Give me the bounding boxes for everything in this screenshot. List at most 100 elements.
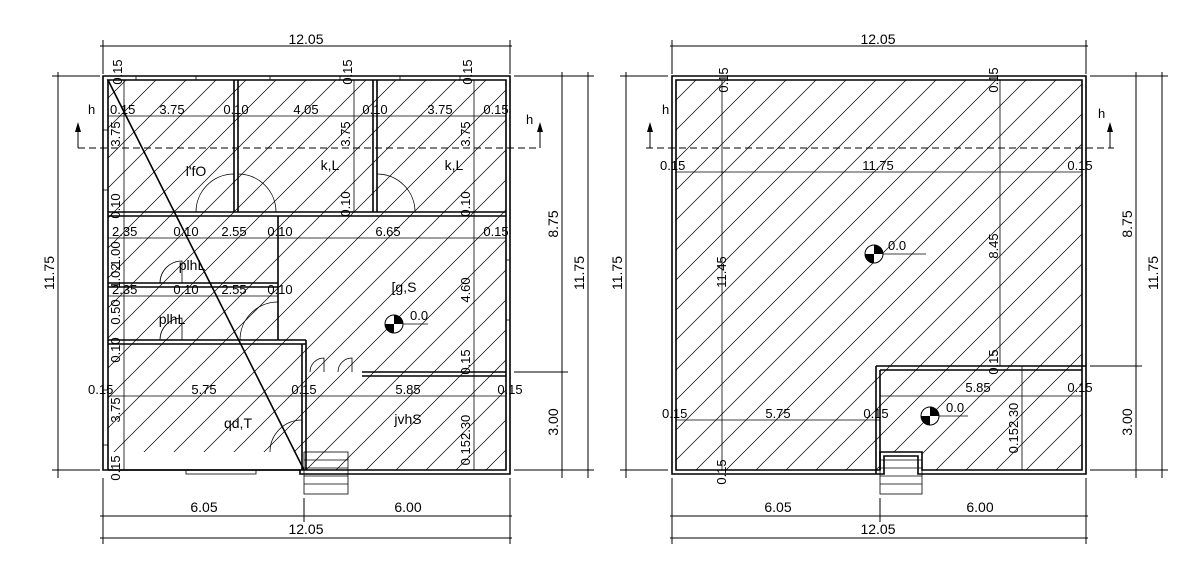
section-mark-right: h bbox=[526, 112, 533, 127]
roof-dim-bottom-wall: 0.15 bbox=[714, 459, 729, 484]
roof-level-label-2: 0.0 bbox=[946, 400, 964, 415]
hatch-line bbox=[1019, 80, 1082, 470]
hatch-line bbox=[209, 80, 506, 470]
roof-section-arrowhead-left bbox=[647, 122, 653, 132]
hatch-line bbox=[676, 80, 911, 470]
roof-dim-inner-height: 11.45 bbox=[714, 256, 729, 288]
dim-row3-3: 0.10 bbox=[267, 282, 292, 297]
hatch-line bbox=[108, 80, 191, 470]
roof-dimension-left bbox=[620, 72, 668, 478]
hatch-line bbox=[108, 80, 221, 470]
dim-right-lower: 3.00 bbox=[545, 408, 561, 435]
dim-row2-0: 2.35 bbox=[112, 224, 137, 239]
hatch-line bbox=[676, 80, 881, 470]
dim-row4-1: 5.75 bbox=[191, 382, 216, 397]
roof-dim-right-lower: 3.00 bbox=[1119, 408, 1135, 435]
door-swing-7 bbox=[269, 419, 303, 453]
roof-dim-top-wall-1: 0.15 bbox=[716, 67, 731, 92]
roof-dim-row3-2: 0.15 bbox=[863, 406, 888, 421]
dim-row3-2: 2.55 bbox=[221, 282, 246, 297]
dim-row2-5: 0.15 bbox=[483, 224, 508, 239]
roof-dim-lower-dims: 0.152.30 bbox=[1006, 403, 1021, 454]
hatch-line bbox=[676, 80, 971, 470]
roof-dim-right-upper: 8.75 bbox=[1119, 210, 1135, 237]
roof-dim-bottom-right: 6.00 bbox=[966, 499, 993, 515]
room-living-label: qd,T bbox=[224, 415, 252, 431]
roof-dimension-bottom bbox=[670, 478, 1088, 544]
hatch-line bbox=[108, 80, 491, 470]
window-4 bbox=[102, 129, 109, 191]
roof-dim-row1-0: 0.15 bbox=[660, 158, 685, 173]
roof-stairs bbox=[879, 451, 923, 495]
dim-hall-height: 4.60 bbox=[458, 277, 473, 302]
hatch-line bbox=[959, 80, 1082, 470]
roof-dim-row2-1: 0.15 bbox=[1067, 380, 1092, 395]
room-wc2-label: plhL bbox=[159, 311, 186, 327]
dim-left-bottom-height: 3.75 bbox=[108, 397, 123, 422]
dim-left-col-low2: 0.50 bbox=[108, 299, 123, 324]
room-bedroom2-label: k,L bbox=[321, 157, 340, 173]
roof-level-marker-2 bbox=[920, 406, 968, 426]
roof-dim-lower-wall: 0.15 bbox=[986, 349, 1001, 374]
hatch-line bbox=[108, 80, 461, 470]
roof-dim-row3-0: 0.15 bbox=[662, 406, 687, 421]
dim-bottom-width: 12.05 bbox=[288, 521, 323, 537]
hatch-line bbox=[108, 80, 251, 470]
dim-row1-5: 3.75 bbox=[427, 102, 452, 117]
section-mark-left: h bbox=[88, 102, 95, 117]
roof-dim-inner-height2: 8.45 bbox=[986, 233, 1001, 258]
roof-dim-row1-2: 0.15 bbox=[1067, 158, 1092, 173]
hatch-line bbox=[676, 80, 761, 470]
entrance-stairs bbox=[303, 451, 349, 495]
dimension-right bbox=[514, 72, 594, 478]
hatch-line bbox=[749, 80, 1082, 470]
hatch-line bbox=[676, 80, 821, 470]
door-swing-8 bbox=[309, 357, 353, 373]
dim-row4-4: 0.15 bbox=[497, 382, 522, 397]
hatch-line bbox=[676, 80, 851, 470]
dim-right-lower-dims: 0.152.30 bbox=[458, 415, 473, 466]
hatch-line bbox=[108, 80, 371, 470]
roof-dim-bottom-left: 6.05 bbox=[764, 499, 791, 515]
dim-top-wall-3: 0.15 bbox=[460, 59, 475, 84]
dim-room3-height: 3.75 bbox=[458, 121, 473, 146]
hatch-line bbox=[689, 80, 1082, 470]
dim-right-upper: 8.75 bbox=[545, 210, 561, 237]
hatch-line bbox=[389, 80, 506, 470]
roof-section-mark-left: h bbox=[662, 102, 669, 117]
room-entry-label: jvhS bbox=[393, 411, 421, 427]
roof-outline-outer bbox=[671, 75, 1087, 475]
door-swing-2 bbox=[237, 173, 277, 213]
roof-dim-row2-0: 5.85 bbox=[965, 380, 990, 395]
hatch-line bbox=[676, 80, 791, 470]
hatch-line bbox=[719, 80, 1082, 470]
window-5 bbox=[505, 259, 511, 321]
roof-dim-row3-1: 5.75 bbox=[765, 406, 790, 421]
section-arrowhead-left bbox=[75, 122, 81, 132]
hatch-line bbox=[299, 80, 506, 470]
roof-dim-top-wall-2: 0.15 bbox=[986, 67, 1001, 92]
dim-row4-0: 0.15 bbox=[88, 382, 113, 397]
outer-wall-outline bbox=[102, 75, 511, 475]
roof-dim-bottom-width: 12.05 bbox=[860, 521, 895, 537]
hatch-line bbox=[676, 80, 1031, 470]
hatch-line bbox=[108, 80, 281, 470]
section-arrowhead-right bbox=[537, 122, 543, 132]
roof-dim-left-height: 11.75 bbox=[609, 256, 625, 290]
level-marker bbox=[384, 314, 428, 334]
dim-top-wall-2: 0.15 bbox=[340, 59, 355, 84]
door-swing-4 bbox=[159, 260, 183, 284]
room-bedroom3-label: k,L bbox=[445, 157, 464, 173]
window-7 bbox=[185, 469, 257, 475]
dimension-bottom bbox=[100, 478, 512, 544]
window-6 bbox=[102, 389, 109, 446]
dim-row1-1: 3.75 bbox=[159, 102, 184, 117]
hatch-line bbox=[989, 80, 1082, 470]
dim-row4-3: 5.85 bbox=[395, 382, 420, 397]
dim-top-wall-1: 0.15 bbox=[110, 59, 125, 84]
dim-row3-0: 2.35 bbox=[112, 282, 137, 297]
dim-row4-2: 0.15 bbox=[291, 382, 316, 397]
hatch-line bbox=[1079, 80, 1082, 470]
door-swing-3 bbox=[376, 173, 416, 213]
